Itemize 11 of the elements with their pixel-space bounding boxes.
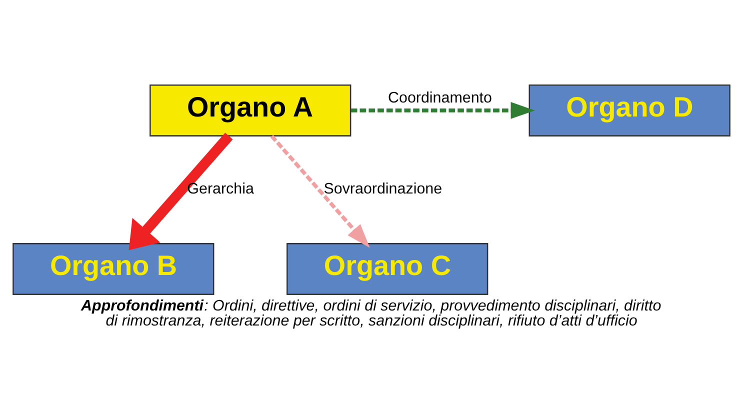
edge-label: Sovraordinazione bbox=[324, 180, 442, 198]
node-box: Organo A bbox=[150, 84, 352, 136]
arrow bbox=[128, 132, 233, 250]
caption: Approfondimenti: Ordini, direttive, ordini di servizio, provvedimento disciplinari, diritto di rimostranza, reiterazione per scritto, sanzioni disciplinari, rifiuto d’atti d’ufficio bbox=[81, 296, 662, 330]
edge-label: Gerarchia bbox=[187, 180, 254, 198]
node-box: Organo D bbox=[528, 84, 730, 136]
arrow bbox=[351, 101, 535, 118]
node-box: Organo C bbox=[286, 242, 488, 294]
arrow bbox=[270, 134, 370, 248]
node-box: Organo B bbox=[12, 242, 214, 294]
edge-label: Coordinamento bbox=[388, 88, 492, 106]
